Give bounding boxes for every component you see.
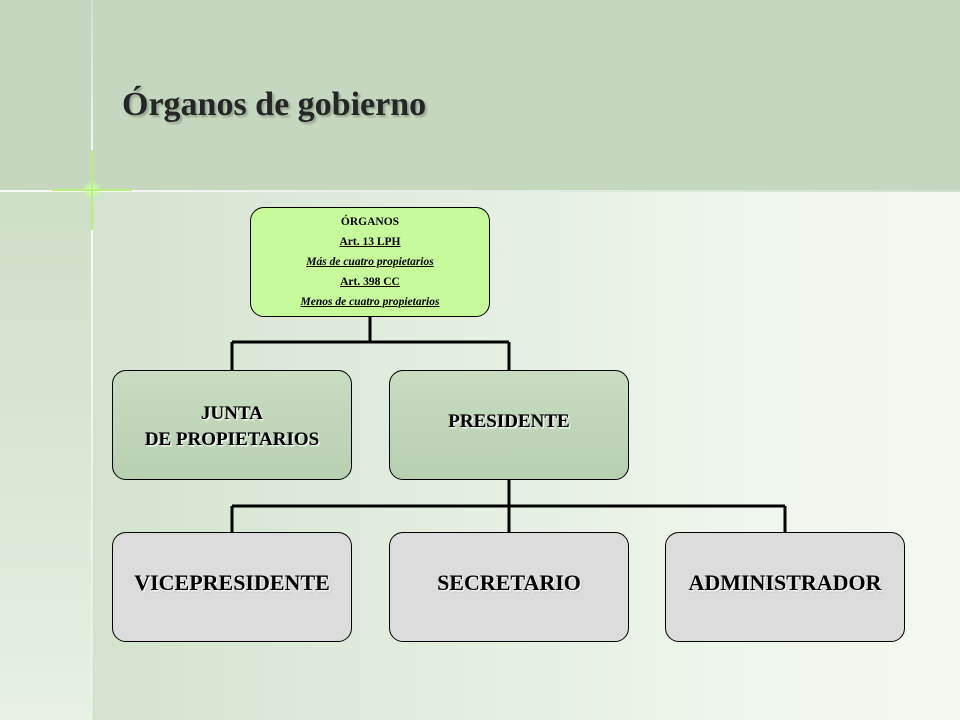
- root-line-menos-cuatro: Menos de cuatro propietarios: [300, 296, 440, 308]
- decorative-vertical-line: [91, 0, 93, 720]
- administrador-label: ADMINISTRADOR: [688, 570, 882, 595]
- secretario-node: SECRETARIO: [389, 532, 629, 642]
- root-line-mas-cuatro: Más de cuatro propietarios: [306, 256, 434, 268]
- vicepresidente-label: VICEPRESIDENTE: [134, 570, 330, 595]
- title-band: [0, 0, 960, 192]
- root-line-organos: ÓRGANOS: [340, 216, 400, 228]
- presidente-label: PRESIDENTE: [448, 411, 570, 432]
- root-line-art13: Art. 13 LPH: [339, 236, 401, 248]
- organos-root-node: ÓRGANOS Art. 13 LPH Más de cuatro propie…: [250, 207, 490, 317]
- page-title: Órganos de gobierno: [122, 86, 427, 123]
- junta-label-line2: DE PROPIETARIOS: [144, 429, 320, 450]
- root-line-art398: Art. 398 CC: [340, 276, 400, 288]
- vicepresidente-node: VICEPRESIDENTE: [112, 532, 352, 642]
- junta-label-line1: JUNTA: [201, 403, 263, 424]
- junta-node: JUNTA DE PROPIETARIOS: [112, 370, 352, 480]
- sparkle-icon: [52, 150, 132, 230]
- administrador-node: ADMINISTRADOR: [665, 532, 905, 642]
- presidente-node: PRESIDENTE: [389, 370, 629, 480]
- decorative-horizontal-line: [0, 190, 960, 192]
- secretario-label: SECRETARIO: [437, 570, 581, 595]
